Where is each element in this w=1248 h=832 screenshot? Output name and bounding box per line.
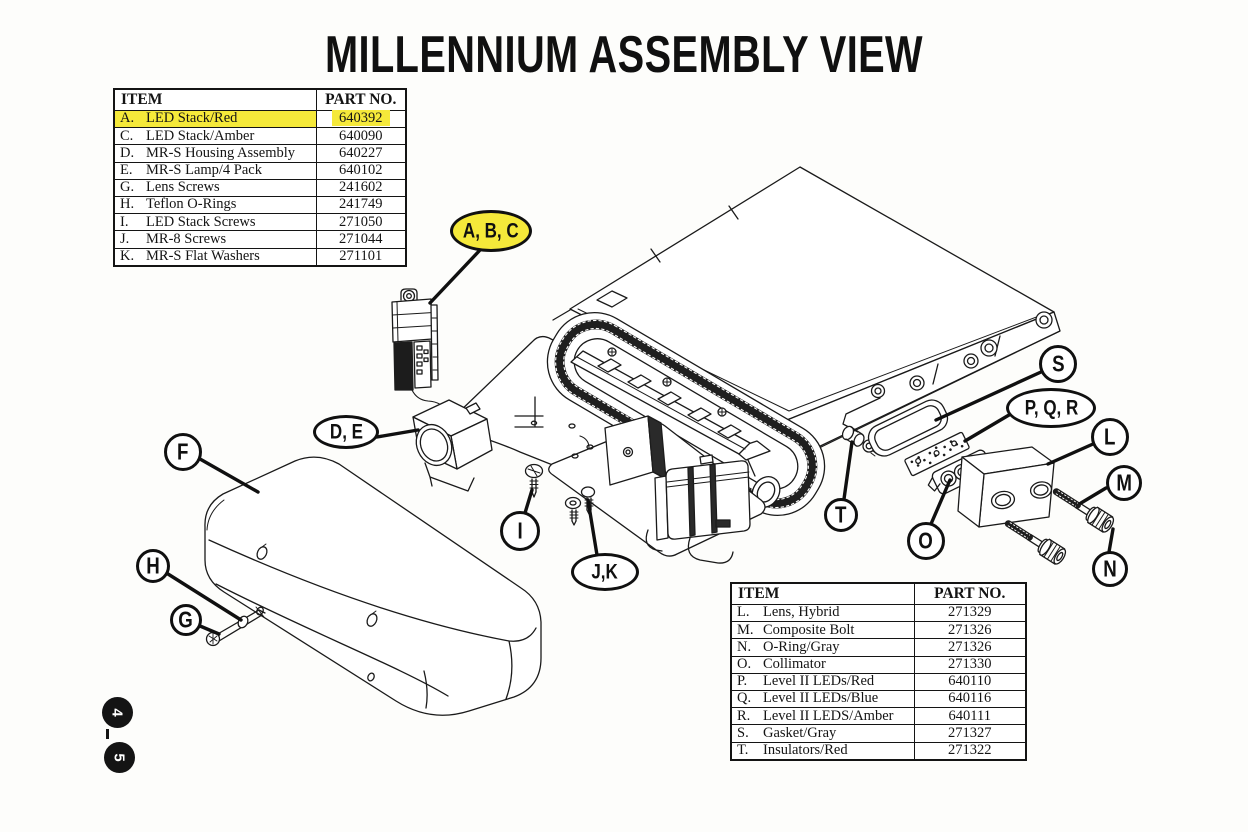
- page-marker-bottom: 5: [104, 742, 135, 773]
- parts-table-top: ITEM PART NO. A.LED Stack/Red 640392 C.L…: [113, 88, 407, 267]
- table-row: S.Gasket/Gray 271327: [730, 724, 1027, 743]
- table-row: K.MR-S Flat Washers 271101: [113, 247, 407, 267]
- table-row: I.LED Stack Screws 271050: [113, 213, 407, 232]
- mr8-housing-part: [412, 399, 493, 492]
- composite-bolt-lower: [1004, 520, 1067, 565]
- parts-table-bottom: ITEM PART NO. L.Lens, Hybrid 271329 M.Co…: [730, 582, 1027, 761]
- table-row: A.LED Stack/Red 640392: [113, 109, 407, 129]
- table-row: R.Level II LEDS/Amber 640111: [730, 707, 1027, 726]
- callout-n: N: [1092, 551, 1128, 587]
- table-row: O.Collimator 271330: [730, 655, 1027, 674]
- chassis-bar: [570, 347, 751, 483]
- callout-jk: J,K: [571, 553, 639, 591]
- table-row: P.Level II LEDs/Red 640110: [730, 672, 1027, 691]
- callout-l: L: [1091, 418, 1129, 456]
- led-stack-part: [391, 288, 447, 413]
- item-header: ITEM: [113, 88, 317, 111]
- table-row: L.Lens, Hybrid 271329: [730, 603, 1027, 623]
- table-header-row: ITEM PART NO.: [113, 88, 407, 111]
- module-boxes: [604, 415, 751, 541]
- table-row: M.Composite Bolt 271326: [730, 621, 1027, 640]
- callout-h: H: [136, 549, 170, 583]
- table-row: J.MR-8 Screws 271044: [113, 230, 407, 249]
- page-marker-top: 4: [102, 697, 133, 728]
- table-header-row: ITEM PART NO.: [730, 582, 1027, 605]
- part-no-header: PART NO.: [315, 88, 407, 111]
- table-row: T.Insulators/Red 271322: [730, 741, 1027, 761]
- leader-lines: [166, 247, 1115, 636]
- callout-f: F: [164, 433, 202, 471]
- hybrid-lens-part: [957, 446, 1055, 528]
- table-row: Q.Level II LEDs/Blue 640116: [730, 689, 1027, 709]
- gasket-part: [867, 399, 949, 457]
- composite-bolt-upper: [1052, 488, 1115, 533]
- callout-o: O: [907, 522, 945, 560]
- table-row: G.Lens Screws 241602: [113, 178, 407, 197]
- callout-s: S: [1039, 345, 1077, 383]
- callout-pqr: P, Q, R: [1006, 388, 1096, 428]
- callout-abc: A, B, C: [450, 210, 532, 252]
- callout-m: M: [1106, 465, 1142, 501]
- table-row: H.Teflon O-Rings 241749: [113, 195, 407, 215]
- table-row: N.O-Ring/Gray 271326: [730, 638, 1027, 657]
- table-row: E.MR-S Lamp/4 Pack 640102: [113, 161, 407, 180]
- table-row: D.MR-S Housing Assembly 640227: [113, 144, 407, 163]
- callout-i: I: [500, 511, 540, 551]
- item-header: ITEM: [730, 582, 915, 605]
- table-row: C.LED Stack/Amber 640090: [113, 127, 407, 146]
- callout-g: G: [170, 604, 202, 636]
- callout-t: T: [824, 498, 858, 532]
- page-title: MILLENNIUM ASSEMBLY VIEW: [324, 25, 923, 84]
- led-board-part: [904, 431, 970, 477]
- part-no-header: PART NO.: [913, 582, 1027, 605]
- lens-cover-part: [204, 456, 542, 716]
- page-marker-separator: [106, 729, 109, 739]
- callout-de: D, E: [313, 415, 379, 449]
